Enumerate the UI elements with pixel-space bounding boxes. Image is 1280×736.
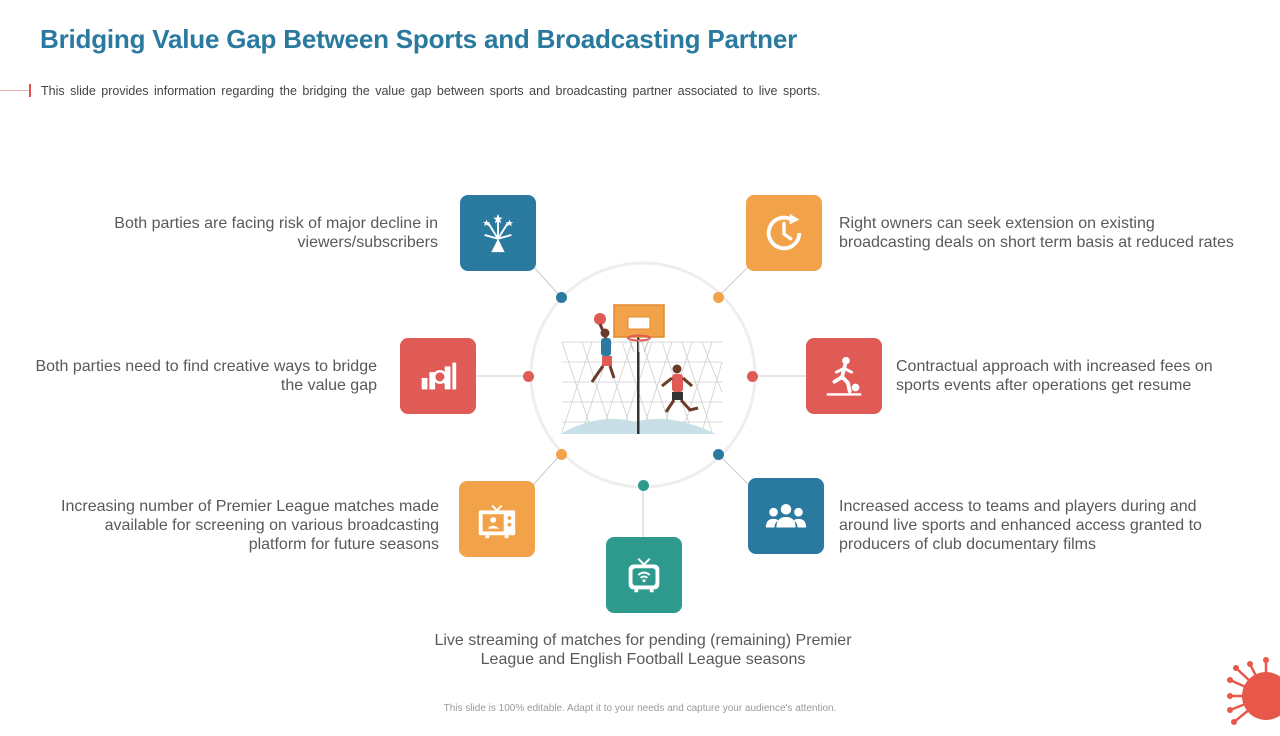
connector-dot bbox=[556, 449, 567, 460]
connector-line bbox=[717, 263, 752, 298]
item-5-tile bbox=[459, 481, 535, 557]
team-icon bbox=[765, 504, 807, 528]
item-6-text: Increased access to teams and players du… bbox=[839, 498, 1202, 553]
football-player-icon bbox=[826, 356, 862, 396]
item-3-tile bbox=[400, 338, 476, 414]
slide-subtitle: This slide provides information regardin… bbox=[41, 84, 821, 98]
subtitle-accent-bar bbox=[29, 84, 31, 97]
chart-search-icon bbox=[421, 362, 457, 390]
virus-decoration-icon bbox=[1227, 657, 1280, 725]
connector-line bbox=[530, 263, 562, 298]
connector-line bbox=[531, 453, 562, 487]
basketball-illustration bbox=[560, 304, 723, 434]
streaming-tv-icon bbox=[628, 558, 660, 593]
item-1-text: Both parties are facing risk of major de… bbox=[114, 215, 438, 251]
subtitle-rule bbox=[0, 90, 30, 91]
item-7-tile bbox=[606, 537, 682, 613]
connector-dot bbox=[556, 292, 567, 303]
item-2-text: Right owners can seek extension on exist… bbox=[839, 215, 1234, 251]
clock-refresh-icon bbox=[766, 213, 802, 251]
item-7-text: Live streaming of matches for pending (r… bbox=[434, 632, 852, 668]
connector-dot bbox=[713, 292, 724, 303]
connector-dot bbox=[713, 449, 724, 460]
fireworks-icon bbox=[482, 213, 514, 253]
item-5-text: Increasing number of Premier League matc… bbox=[61, 498, 439, 553]
item-4-tile bbox=[806, 338, 882, 414]
item-2-tile bbox=[746, 195, 822, 271]
item-1-tile bbox=[460, 195, 536, 271]
connector-dot bbox=[638, 480, 649, 491]
connector-line bbox=[717, 453, 749, 485]
item-4-text: Contractual approach with increased fees… bbox=[896, 358, 1213, 394]
item-3-text: Both parties need to find creative ways … bbox=[35, 358, 377, 394]
footer-note: This slide is 100% editable. Adapt it to… bbox=[443, 703, 837, 714]
tv-screen-icon bbox=[478, 504, 516, 539]
connector-dot bbox=[523, 371, 534, 382]
slide-title: Bridging Value Gap Between Sports and Br… bbox=[40, 24, 797, 54]
connector-dot bbox=[747, 371, 758, 382]
item-6-tile bbox=[748, 478, 824, 554]
